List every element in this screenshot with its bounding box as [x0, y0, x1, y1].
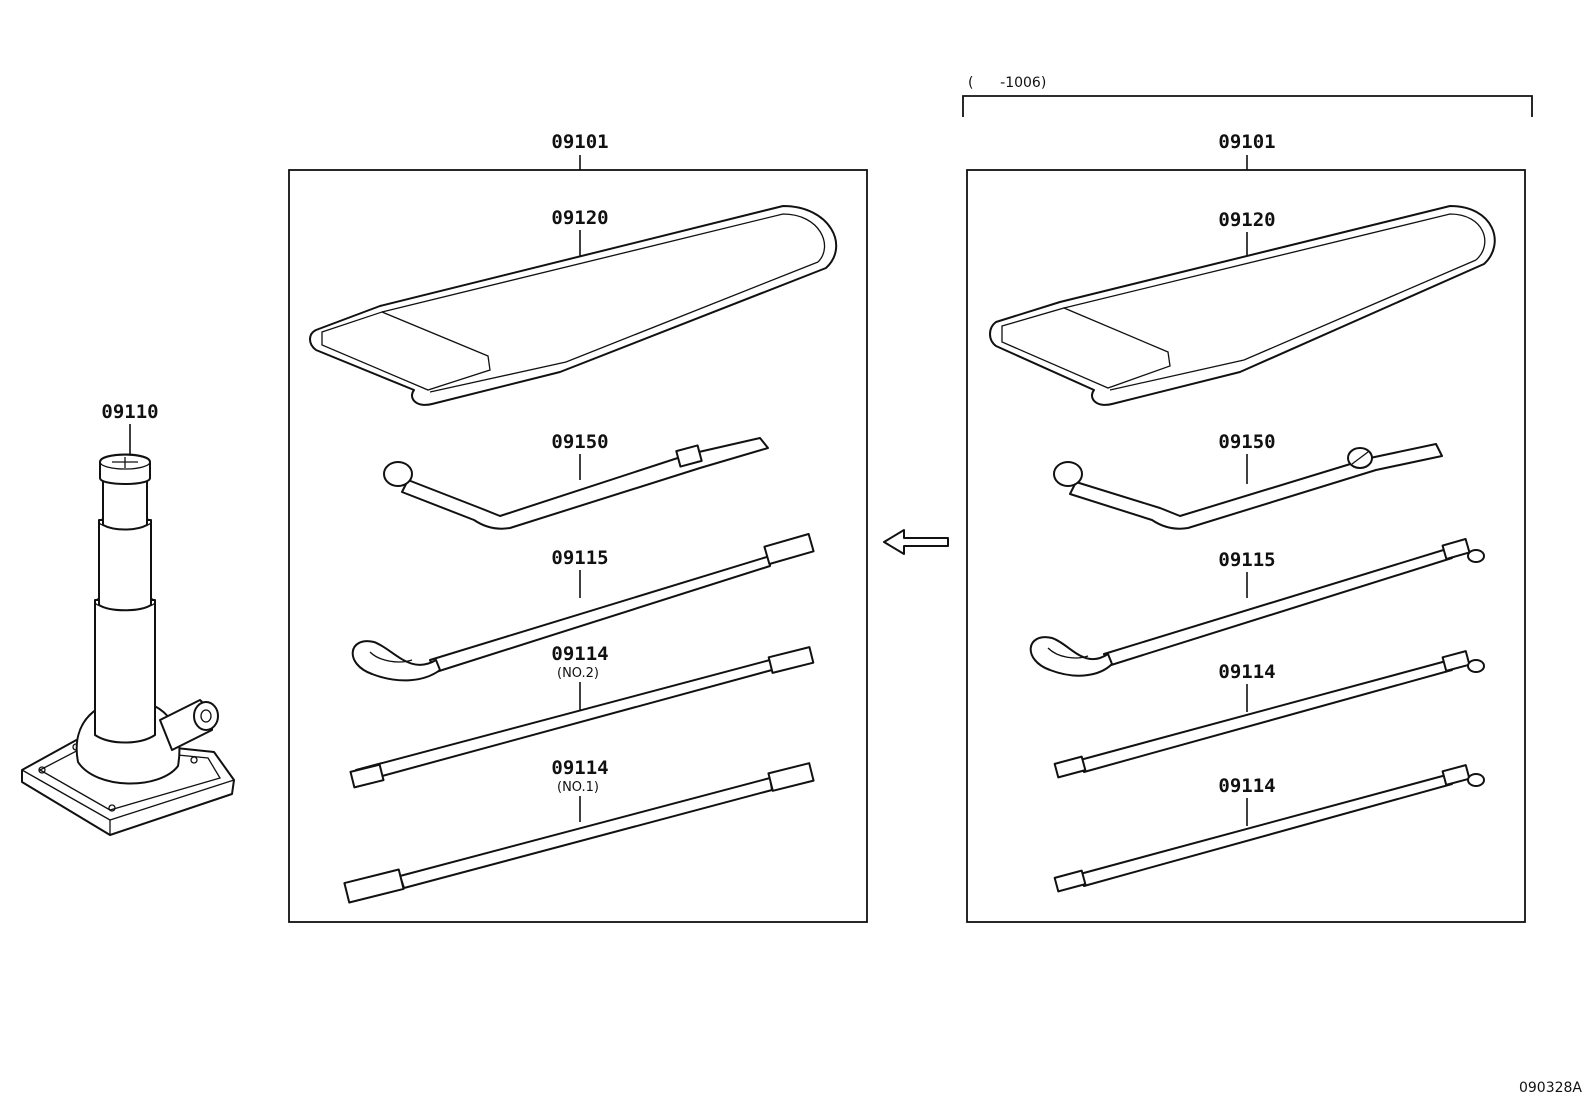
right-tool-bag-illustration: [989, 205, 1496, 406]
right-set-part-label: 09101: [1218, 131, 1275, 153]
right-wheel-nut-wrench-illustration: [1029, 537, 1485, 677]
right-tool-set: ( -1006) 09101 09120 09150 09115: [962, 75, 1533, 923]
left-ext2-label: 09114: [551, 643, 608, 665]
replacement-arrow: [883, 529, 949, 555]
jack-illustration: [21, 453, 235, 836]
jack-group: 09110: [21, 401, 235, 836]
left-handle-label: 09150: [551, 431, 608, 453]
right-extension-bar-a-illustration: [1053, 650, 1485, 779]
right-ext-a-label: 09114: [1218, 661, 1275, 683]
left-tool-set: 09101 09120 09150 09115 0911: [288, 131, 868, 923]
left-jack-handle-illustration: [383, 437, 769, 530]
left-hook-bar-label: 09115: [551, 547, 608, 569]
left-extension-bar-no1-illustration: [343, 762, 815, 904]
range-bracket: [962, 95, 1533, 117]
right-set-frame: [966, 169, 1526, 923]
right-ext-b-label: 09114: [1218, 775, 1275, 797]
left-ext1-label: 09114: [551, 757, 608, 779]
left-bag-label: 09120: [551, 207, 608, 229]
jack-part-label: 09110: [101, 401, 158, 423]
right-jack-handle-illustration: [1053, 443, 1443, 530]
right-hook-bar-label: 09115: [1218, 549, 1275, 571]
right-handle-label: 09150: [1218, 431, 1275, 453]
left-wheel-nut-wrench-illustration: [351, 533, 815, 682]
figure-id: 090328A: [1519, 1080, 1582, 1096]
left-set-part-label: 09101: [551, 131, 608, 153]
left-ext1-note: (NO.1): [557, 780, 599, 795]
left-tool-bag-illustration: [309, 205, 838, 406]
left-extension-bar-no2-illustration: [349, 646, 815, 789]
left-set-frame: [288, 169, 868, 923]
right-bag-label: 09120: [1218, 209, 1275, 231]
left-ext2-note: (NO.2): [557, 666, 599, 681]
right-range-note: ( -1006): [968, 75, 1046, 91]
right-extension-bar-b-illustration: [1053, 764, 1485, 893]
